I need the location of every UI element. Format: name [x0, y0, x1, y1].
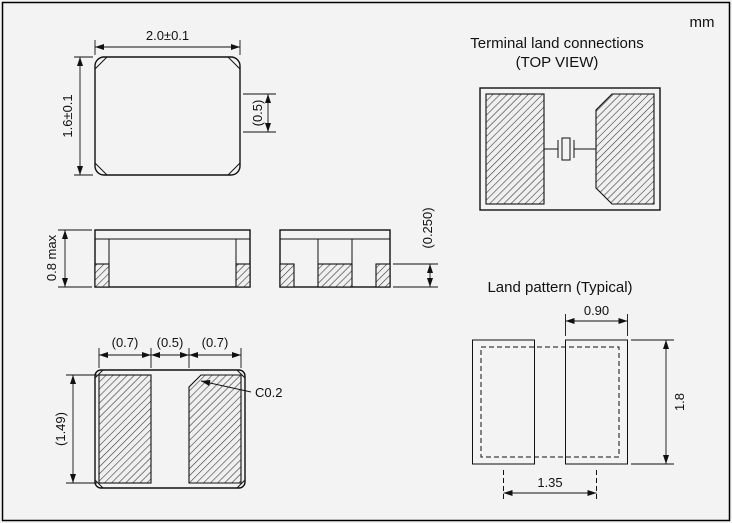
bottom-electrode-right	[188, 374, 242, 484]
land-pad-width-dim: 0.90	[584, 303, 609, 318]
top-view-width-dim: 2.0±0.1	[146, 28, 189, 43]
top-view-electrode-dim: (0.5)	[250, 100, 265, 127]
side-terminal-right	[235, 263, 251, 288]
corner-mark	[227, 162, 241, 176]
package-end-view: (0.250)	[279, 207, 438, 288]
bottom-left-pad-dim: (0.7)	[112, 335, 139, 350]
end-terminal-left	[279, 263, 295, 288]
side-terminal-left	[94, 263, 110, 288]
package-outline-side	[94, 229, 251, 288]
bottom-pad-height-dim: (1.49)	[53, 412, 68, 446]
terminal-land-title: Terminal land connections	[470, 35, 643, 52]
land-pad-left	[472, 339, 535, 465]
corner-mark	[236, 479, 246, 489]
package-side-view: 0.8 max	[44, 229, 251, 288]
bottom-right-pad-dim: (0.7)	[202, 335, 229, 350]
chamfer-leader-line	[200, 380, 252, 393]
terminal-land-outline	[479, 87, 661, 211]
chamfer-note: C0.2	[255, 385, 282, 400]
center-pad-body	[317, 238, 353, 265]
corner-mark	[94, 479, 104, 489]
corner-mark	[227, 56, 241, 70]
corner-mark	[94, 162, 108, 176]
corner-mark	[94, 369, 104, 379]
bottom-gap-dim: (0.5)	[157, 335, 184, 350]
crystal-symbol	[544, 137, 596, 161]
end-terminal-right	[375, 263, 391, 288]
corner-mark	[94, 56, 108, 70]
land-pad-right	[565, 339, 628, 465]
end-view-terminal-dim: (0.250)	[420, 207, 435, 248]
terminal-pad-2	[595, 93, 655, 205]
land-pad-height-dim: 1.8	[672, 393, 687, 411]
land-pattern-title: Land pattern (Typical)	[487, 279, 632, 296]
package-outline-bottom	[94, 369, 246, 489]
package-top-view: 2.0±0.1 1.6±0.1 (0.5)	[60, 28, 276, 176]
package-bottom-view: (0.7) (0.5) (0.7) (1.49) C0.2	[53, 335, 282, 489]
terminal-land-subtitle: (TOP VIEW)	[516, 54, 599, 71]
corner-mark	[236, 369, 246, 379]
unit-label: mm	[690, 14, 715, 31]
terminal-land-connections: Terminal land connections (TOP VIEW)	[470, 35, 661, 211]
land-pattern: Land pattern (Typical) 0.90 1.8 1.35	[472, 279, 687, 500]
side-view-height-dim: 0.8 max	[44, 234, 59, 281]
bottom-electrode-left	[98, 374, 152, 484]
top-view-height-dim: 1.6±0.1	[60, 94, 75, 137]
end-terminal-center	[317, 263, 353, 288]
package-outline-top	[94, 56, 241, 176]
land-pitch-dim: 1.35	[537, 475, 562, 490]
terminal-pad-1	[485, 93, 545, 205]
package-outline-dashed	[480, 346, 620, 458]
